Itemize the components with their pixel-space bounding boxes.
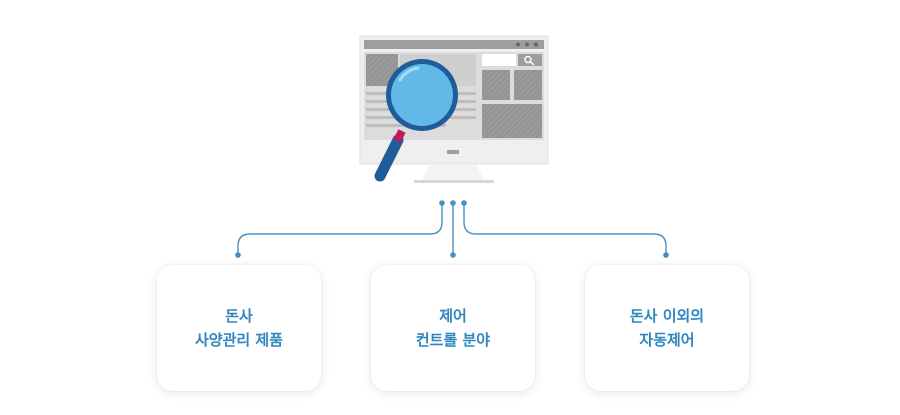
connector-dot [450, 252, 456, 258]
connector-dot [450, 200, 456, 206]
card-line2: 사양관리 제품 [194, 331, 284, 349]
connector-right [463, 203, 667, 254]
magnifier-icon [374, 59, 458, 182]
connector-dot [461, 200, 467, 206]
connector-dot [663, 252, 669, 258]
card-line2: 자동제어 [639, 331, 695, 349]
card-line1: 돈사 이외의 [629, 307, 705, 325]
card-line1: 돈사 [225, 307, 253, 325]
card-control: 제어 컨트롤 분야 [371, 265, 535, 391]
card-pig-farm-management: 돈사 사양관리 제품 [157, 265, 321, 391]
connector-left [237, 203, 443, 254]
connector-lines [237, 203, 667, 254]
card-other-automation: 돈사 이외의 자동제어 [585, 265, 749, 391]
card-line1: 제어 [439, 307, 467, 325]
card-line2: 컨트롤 분야 [415, 331, 491, 349]
connector-dot [439, 200, 445, 206]
connector-dot [235, 252, 241, 258]
